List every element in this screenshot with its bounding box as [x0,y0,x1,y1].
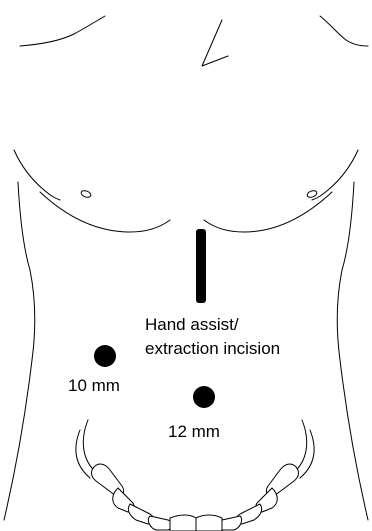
right-flank-line [337,182,368,520]
left-clavicle-line [20,16,105,46]
right-iliac-crest [294,420,307,472]
incision-label-line-2: extraction incision [145,339,280,358]
pubic-symphysis [196,515,222,531]
sternal-notch-line [202,20,228,66]
left-pectoral-line [40,192,170,232]
left-flank-line [4,182,35,520]
port-10mm-label: 10 mm [68,376,120,395]
right-pectoral-line [204,192,332,232]
right-clavicle-line [320,16,368,46]
right-nipple [306,189,317,198]
incision-label-line-1: Hand assist/ [145,315,239,334]
left-iliac-crest [83,420,96,472]
right-torso-contour [312,150,358,200]
pubic-symphysis [170,515,196,531]
port-10mm-marker [94,345,116,367]
left-pubic-bone-segment [148,516,172,530]
left-iliac-crest-inner [76,430,90,478]
port-12mm-marker [193,386,215,408]
left-nipple [80,189,91,198]
hand-assist-incision-marker [196,229,206,303]
right-iliac-crest-inner [300,430,314,478]
port-12mm-label: 12 mm [168,422,220,441]
left-torso-contour [14,150,60,200]
